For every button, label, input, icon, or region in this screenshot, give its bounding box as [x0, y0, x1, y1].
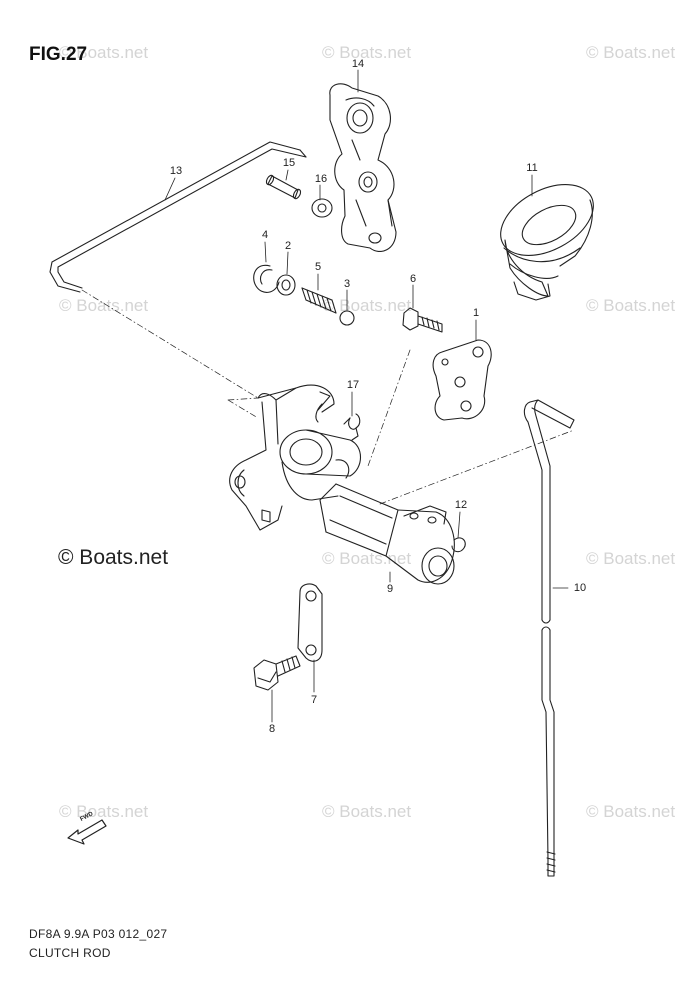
callout-4: 4 [261, 229, 269, 241]
callout-2: 2 [284, 240, 292, 252]
callout-10: 10 [573, 582, 587, 594]
part-9-sleeve [319, 483, 455, 585]
callout-9: 9 [386, 583, 394, 595]
callout-14: 14 [351, 58, 365, 70]
watermark: © Boats.net [322, 43, 412, 62]
figure-caption: CLUTCH ROD [29, 946, 111, 960]
figure-title: FIG.27 [29, 44, 88, 65]
callout-11: 11 [526, 162, 538, 174]
watermark: © Boats.net [586, 296, 676, 315]
callout-13: 13 [169, 165, 183, 177]
part-4-circlip [253, 264, 280, 293]
watermark: © Boats.net [322, 296, 412, 315]
reference-lines [81, 289, 575, 505]
callout-5: 5 [314, 261, 322, 273]
part-10-rod [523, 399, 575, 877]
callout-12: 12 [454, 499, 468, 511]
leader-lines [164, 69, 569, 723]
part-3-ball [339, 310, 355, 326]
callout-17: 17 [346, 379, 360, 391]
copyright-notice: © Boats.net [58, 546, 169, 569]
shift-shaft-assembly [229, 384, 362, 531]
fwd-arrow-icon [67, 819, 107, 845]
part-6-bolt [402, 307, 443, 333]
part-13-rod [49, 141, 307, 293]
model-code: DF8A 9.9A P03 012_027 [29, 927, 168, 941]
part-1-plate [432, 339, 492, 421]
watermark: © Boats.net [586, 549, 676, 568]
part-17-clip [343, 413, 361, 441]
watermark: © Boats.net [59, 296, 149, 315]
callout-8: 8 [268, 723, 276, 735]
watermark: © Boats.net [59, 43, 149, 62]
watermark: © Boats.net [322, 802, 412, 821]
part-14-lever [329, 83, 397, 252]
watermark: © Boats.net [59, 802, 149, 821]
part-8-bolt [253, 655, 301, 691]
callout-3: 3 [343, 278, 351, 290]
part-7-link [297, 583, 323, 662]
callout-6: 6 [409, 273, 417, 285]
watermark: © Boats.net [586, 43, 676, 62]
part-15-pin [265, 174, 302, 200]
watermark: © Boats.net [586, 802, 676, 821]
callout-7: 7 [310, 694, 318, 706]
callout-15: 15 [282, 157, 296, 169]
callout-1: 1 [472, 307, 480, 319]
part-16-washer [311, 198, 333, 218]
watermark: © Boats.net [322, 549, 412, 568]
part-12-clip [451, 537, 466, 553]
callout-16: 16 [314, 173, 328, 185]
part-5-spring [301, 287, 337, 314]
part-2-washer [276, 274, 296, 296]
part-11-grommet [500, 184, 594, 301]
